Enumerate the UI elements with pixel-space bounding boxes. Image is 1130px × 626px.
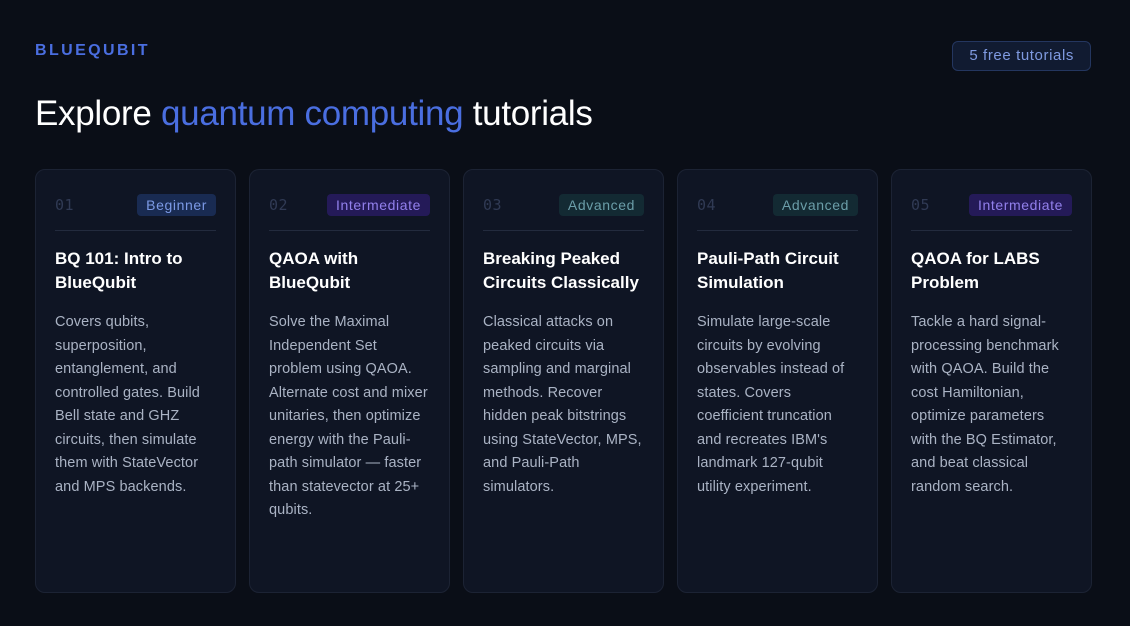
headline-suffix: tutorials <box>463 94 593 133</box>
card-description: Tackle a hard signal-processing benchmar… <box>911 314 1059 495</box>
card-header: 04 Advanced <box>697 194 858 231</box>
level-badge: Advanced <box>558 194 644 216</box>
tutorial-card[interactable]: 01 Beginner BQ 101: Intro to BlueQubit C… <box>35 169 236 593</box>
card-header: 01 Beginner <box>55 194 216 231</box>
headline-prefix: Explore <box>35 94 161 133</box>
tutorial-card[interactable]: 03 Advanced Breaking Peaked Circuits Cla… <box>463 169 664 593</box>
card-title[interactable]: Pauli-Path Circuit Simulation <box>697 249 839 292</box>
level-badge: Advanced <box>772 194 858 216</box>
card-header: 02 Intermediate <box>269 194 430 231</box>
level-badge: Intermediate <box>326 194 430 216</box>
level-badge: Beginner <box>137 194 216 216</box>
tutorial-count-badge: 5 free tutorials <box>952 41 1091 71</box>
card-description: Classical attacks on peaked circuits via… <box>483 314 642 495</box>
card-description: Solve the Maximal Independent Set proble… <box>269 314 428 518</box>
tutorial-card[interactable]: 05 Intermediate QAOA for LABS Problem Ta… <box>891 169 1092 593</box>
card-header: 03 Advanced <box>483 194 644 231</box>
card-description: Simulate large-scale circuits by evolvin… <box>697 314 845 495</box>
tutorial-cards: 01 Beginner BQ 101: Intro to BlueQubit C… <box>35 169 1092 593</box>
tutorial-card[interactable]: 04 Advanced Pauli-Path Circuit Simulatio… <box>677 169 878 593</box>
headline-accent: quantum computing <box>161 94 464 133</box>
level-badge: Intermediate <box>968 194 1072 216</box>
card-title[interactable]: Breaking Peaked Circuits Classically <box>483 249 639 292</box>
card-title[interactable]: QAOA for LABS Problem <box>911 249 1040 292</box>
card-number: 02 <box>269 196 289 214</box>
card-description: Covers qubits, superposition, entangleme… <box>55 314 200 495</box>
card-number: 01 <box>55 196 75 214</box>
card-number: 03 <box>483 196 503 214</box>
card-header: 05 Intermediate <box>911 194 1072 231</box>
card-title[interactable]: QAOA with BlueQubit <box>269 249 359 292</box>
brand-logo[interactable]: BLUEQUBIT <box>35 42 150 59</box>
card-title[interactable]: BQ 101: Intro to BlueQubit <box>55 249 183 292</box>
tutorial-card[interactable]: 02 Intermediate QAOA with BlueQubit Solv… <box>249 169 450 593</box>
card-number: 04 <box>697 196 717 214</box>
page-title: Explore quantum computing tutorials <box>35 94 593 134</box>
card-number: 05 <box>911 196 931 214</box>
